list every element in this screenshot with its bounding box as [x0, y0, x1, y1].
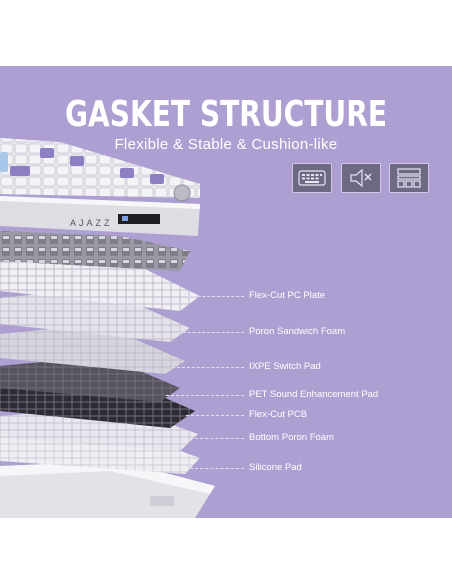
ixpe-switch-pad-layer	[0, 324, 185, 374]
layer-label-ixpe-pad: IXPE Switch Pad	[249, 361, 321, 372]
layer-label-pc-plate: Flex-Cut PC Plate	[249, 290, 326, 301]
layer-label-bottom-foam: Bottom Poron Foam	[249, 432, 335, 443]
bottom-case	[0, 461, 215, 518]
poron-sandwich-foam-layer	[0, 288, 190, 342]
pet-sound-pad-layer	[0, 356, 180, 402]
keyboard-icon	[298, 170, 326, 186]
keyboard-feature-badge	[292, 163, 332, 193]
volume-knob	[173, 184, 191, 202]
leader-line-pcb	[186, 415, 244, 416]
layer-label-pet-pad: PET Sound Enhancement Pad	[249, 389, 379, 400]
layered-structure-icon	[397, 168, 421, 188]
switches-layer	[0, 231, 190, 271]
leader-line-bottom-foam	[190, 438, 244, 439]
hero-panel: AJAZZ GASKET STRUCTURE Flexible & Stable…	[0, 66, 452, 518]
leader-line-poron-foam	[178, 332, 244, 333]
pc-plate-layer	[0, 252, 200, 311]
page-title: GASKET STRUCTURE	[64, 94, 388, 135]
exploded-keyboard-illustration	[0, 138, 215, 518]
keycaps-layer	[0, 138, 200, 198]
structure-feature-badge	[389, 163, 429, 193]
leader-line-pet-pad	[166, 395, 244, 396]
leader-line-ixpe-pad	[172, 367, 244, 368]
mute-speaker-icon	[350, 168, 372, 188]
mute-feature-badge	[341, 163, 381, 193]
brand-logo: AJAZZ	[70, 218, 113, 228]
leader-line-pc-plate	[188, 296, 244, 297]
page-subtitle: Flexible & Stable & Cushion-like	[114, 136, 338, 153]
layer-label-silicone-pad: Silicone Pad	[249, 462, 302, 473]
top-case	[0, 196, 200, 236]
leader-line-silicone-pad	[190, 468, 244, 469]
layer-label-pcb: Flex-Cut PCB	[249, 409, 308, 420]
layer-label-poron-foam: Poron Sandwich Foam	[249, 326, 346, 337]
